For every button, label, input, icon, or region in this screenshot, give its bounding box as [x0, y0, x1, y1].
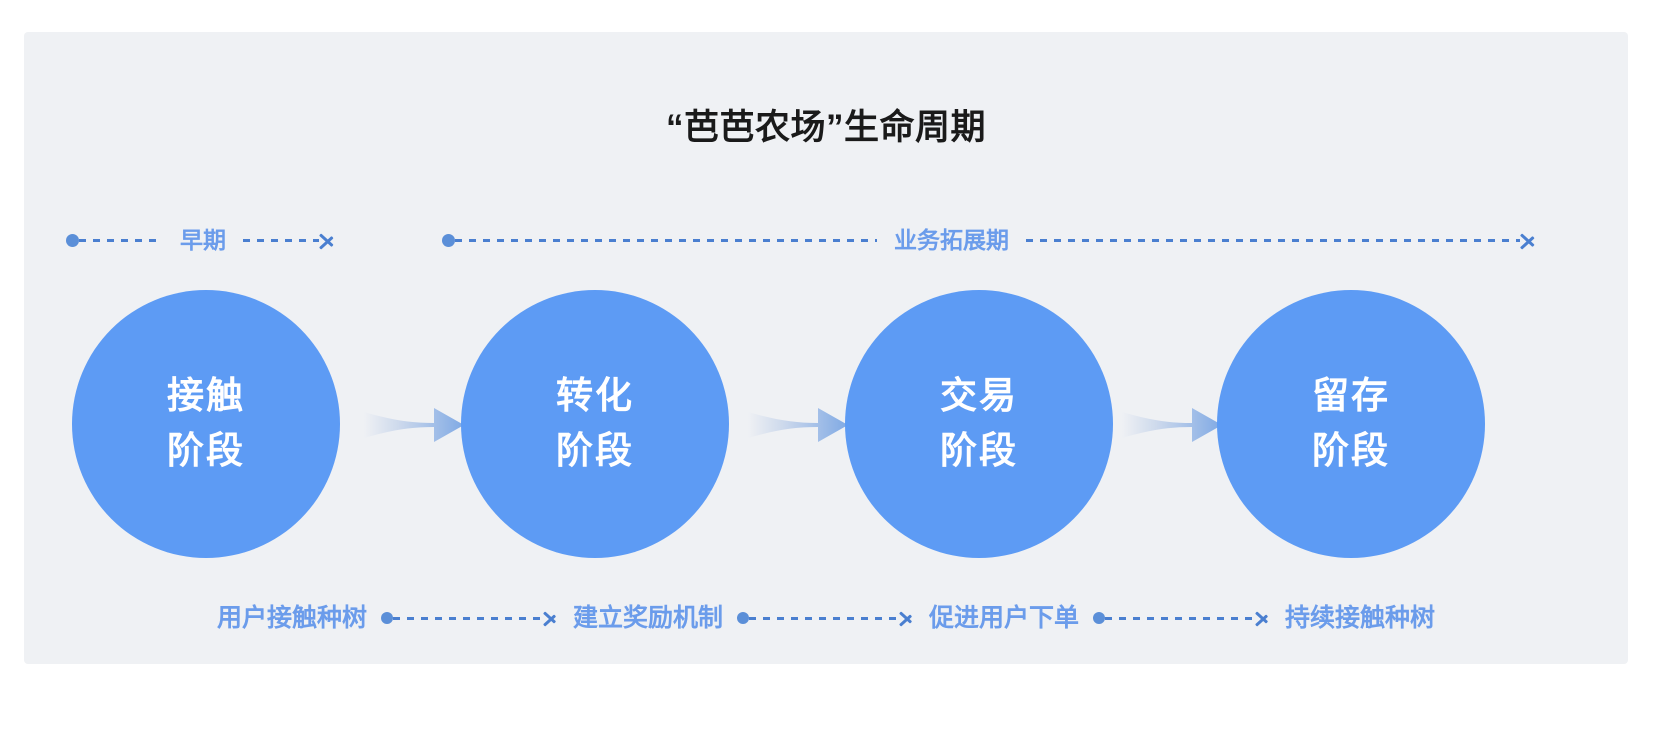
stage-label-line2: 阶段: [1312, 430, 1390, 471]
dashed-line-segment: [1105, 616, 1256, 620]
circle-dot-icon: [380, 612, 393, 624]
dashed-line-segment: [79, 238, 163, 242]
action-connector: [737, 606, 915, 630]
stage-label-line1: 留存: [1312, 375, 1390, 417]
action-label-promote-order: 促进用户下单: [929, 603, 1080, 632]
circle-dot-icon: [66, 233, 79, 247]
action-label-continuous-contact: 持续接触种树: [1285, 603, 1436, 632]
action-label-contact-tree: 用户接触种树: [216, 603, 367, 632]
dashed-line-segment: [455, 238, 877, 242]
stage-circle-conversion[interactable]: 转化 阶段: [461, 290, 729, 558]
stage-label-line1: 接触: [167, 375, 245, 417]
stage-circle-row: 接触 阶段 转化 阶段: [24, 280, 1628, 580]
stage-circle-transaction[interactable]: 交易 阶段: [845, 290, 1113, 558]
chevron-right-icon: [318, 227, 336, 253]
chevron-right-icon: [542, 606, 559, 630]
phase-label-early: 早期: [180, 226, 226, 253]
phase-timeline-row: 早期 业务拓展期: [24, 210, 1628, 270]
gradient-arrow-right-icon: [1122, 408, 1222, 442]
stage-label-line2: 阶段: [167, 430, 245, 471]
chevron-right-icon: [1254, 606, 1271, 630]
action-label-row: 用户接触种树 建立奖励机制 促进用户下单 持续接触种树: [24, 588, 1628, 648]
stage-label-line2: 阶段: [940, 430, 1018, 471]
page-title: “芭芭农场”生命周期: [665, 108, 986, 147]
phase-label-expansion: 业务拓展期: [894, 226, 1009, 253]
dashed-line-segment: [392, 616, 543, 620]
circle-dot-icon: [737, 612, 749, 624]
chevron-right-icon: [1519, 227, 1537, 253]
dashed-line-segment: [243, 238, 319, 242]
stage-circle-retention[interactable]: 留存 阶段: [1217, 290, 1485, 558]
dashed-line-segment: [1026, 238, 1520, 242]
action-connector: [1093, 606, 1271, 630]
action-label-reward-mechanism: 建立奖励机制: [572, 603, 723, 632]
diagram-panel: “芭芭农场”生命周期 早期 业务拓展期 接触 阶段: [24, 32, 1628, 664]
gradient-arrow-right-icon: [364, 408, 464, 442]
action-connector: [380, 606, 559, 630]
stage-label-line2: 阶段: [556, 430, 634, 471]
circle-dot-icon: [1093, 612, 1106, 624]
chevron-right-icon: [898, 606, 915, 630]
circle-dot-icon: [442, 233, 455, 247]
stage-label-line1: 转化: [556, 375, 634, 417]
stage-circle-contact[interactable]: 接触 阶段: [72, 290, 340, 558]
phase-timeline-early: 早期: [66, 210, 336, 270]
phase-timeline-expansion: 业务拓展期: [442, 210, 1537, 270]
stage-label-line1: 交易: [940, 375, 1018, 417]
dashed-line-segment: [749, 616, 899, 620]
gradient-arrow-right-icon: [748, 408, 848, 442]
